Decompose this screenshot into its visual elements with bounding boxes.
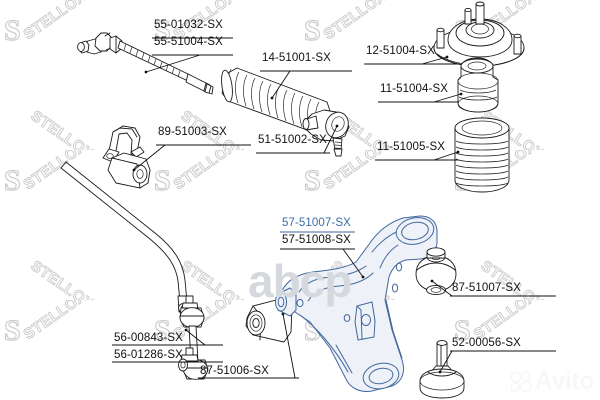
label-stabilizer-bar-bushing: 89-51003-SX [158, 126, 227, 138]
part-lower-ball-joint [419, 340, 465, 399]
label-strut-dust-boot: 11-51005-SX [377, 141, 446, 153]
leader-bump-stop [378, 92, 463, 103]
label-control-arm-bushing-rear: 87-51007-SX [452, 282, 521, 294]
leader-front-control-arm [280, 231, 365, 279]
avito-wordmark: Avito [534, 367, 595, 395]
leader-inner-tie-rod [144, 37, 233, 74]
label-control-arm-bushing-front: 87-51006-SX [200, 365, 269, 377]
part-control-arm-bushing-front [245, 297, 293, 343]
label-strut-mount: 12-51004-SX [366, 45, 435, 57]
avito-dots-icon [510, 370, 532, 393]
part-strut-dust-boot [454, 117, 510, 193]
part-front-control-arm [275, 215, 438, 392]
label-steering-rack-boot: 14-51001-SX [262, 52, 331, 64]
label-lower-ball-joint: 52-00056-SX [452, 337, 521, 349]
part-inner-tie-rod [77, 32, 214, 95]
leader-strut-mount [364, 55, 459, 65]
label-front-control-arm-2: 57-51008-SX [282, 234, 351, 246]
leader-stabilizer-link [112, 328, 223, 363]
abcp-watermark: abcp [248, 255, 352, 307]
leader-lower-ball-joint [438, 350, 556, 374]
label-outer-tie-rod-end: 51-51002-SX [258, 134, 327, 146]
part-bump-stop [457, 57, 499, 113]
label-front-control-arm-1: 57-51007-SX [282, 217, 351, 229]
label-stabilizer-link-1: 56-00843-SX [114, 332, 183, 344]
part-stabilizer-link [178, 295, 209, 380]
avito-watermark: Avito [510, 367, 595, 396]
part-strut-mount [433, 1, 525, 67]
leader-strut-dust-boot [375, 150, 460, 161]
part-stabilizer-bar-bushing [102, 125, 151, 189]
leader-steering-rack-boot [260, 70, 352, 100]
label-inner-tie-rod-1: 55-01032-SX [154, 19, 223, 31]
label-inner-tie-rod-2: 55-51004-SX [154, 36, 223, 48]
leader-outer-tie-rod-end [256, 124, 339, 154]
label-stabilizer-link-2: 56-01286-SX [114, 349, 183, 361]
leader-control-arm-bushing-front [198, 312, 299, 379]
leader-stabilizer-bar-bushing [132, 144, 251, 172]
label-bump-stop: 11-51004-SX [380, 83, 449, 95]
part-outer-tie-rod-end [302, 109, 350, 157]
leader-control-arm-bushing-rear [430, 279, 556, 297]
